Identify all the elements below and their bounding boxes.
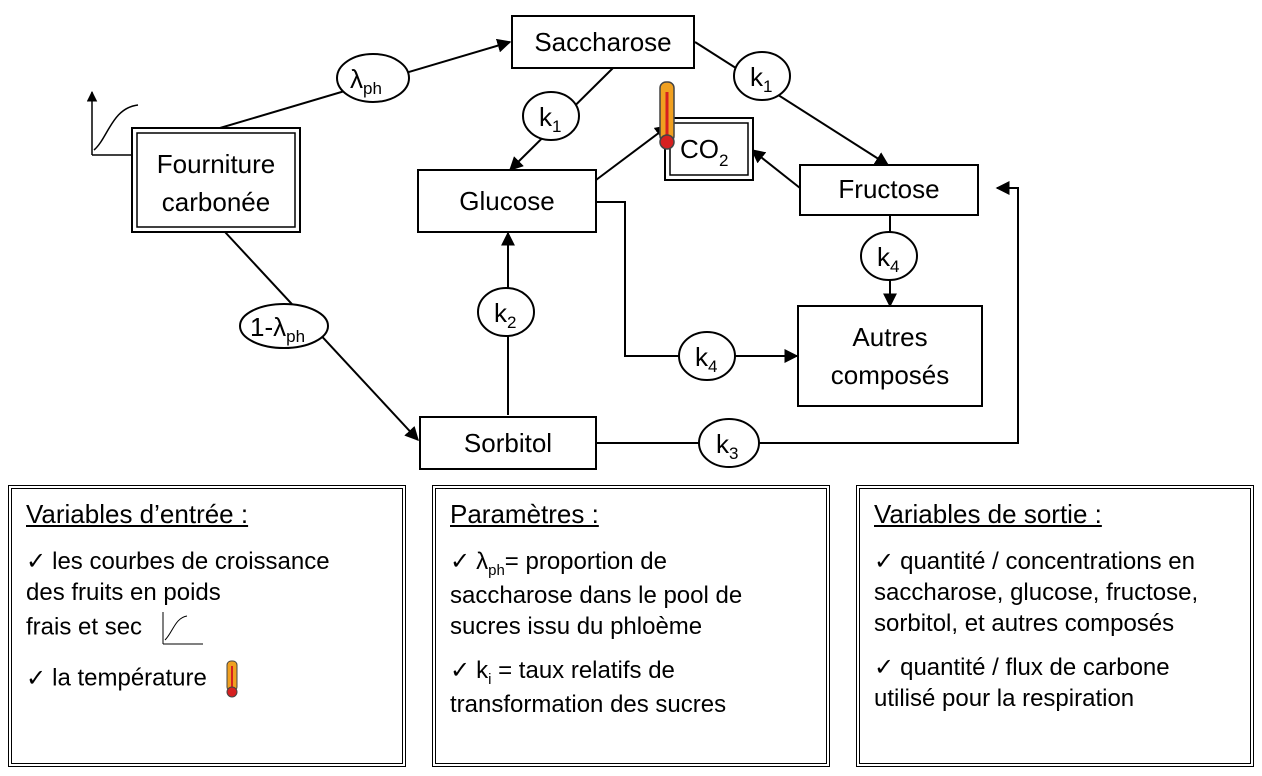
svg-text:k1: k1 [750, 62, 772, 96]
panel-parameters: Paramètres : ✓λph= proportion de sacchar… [432, 485, 830, 767]
node-autres-composes: Autres composés [797, 305, 983, 407]
edge-sorbitol-fructose [596, 181, 1019, 444]
node-saccharose: Saccharose [511, 15, 695, 69]
panel-output-variables: Variables de sortie : ✓quantité / concen… [856, 485, 1254, 767]
svg-text:Sorbitol: Sorbitol [464, 428, 552, 458]
edge-fructose-co2 [750, 149, 801, 189]
rate-k1-saccharose-fructose: k1 [733, 51, 791, 101]
outputs-item-concentrations: ✓quantité / concentrations en saccharose… [874, 548, 1199, 638]
params-item-lambda: ✓λph= proportion de saccharose dans le p… [450, 548, 743, 641]
flow-diagram: Saccharose Fourniture carbonée Glucose C… [86, 15, 1019, 470]
panel-params-title: Paramètres : [450, 499, 599, 529]
svg-text:k3: k3 [716, 429, 738, 463]
check-icon: ✓ [874, 548, 895, 575]
svg-text:carbonée: carbonée [162, 187, 270, 217]
edge-glucose-co2 [595, 125, 670, 181]
panel-input-variables: Variables d’entrée : ✓les courbes de cro… [8, 485, 406, 767]
growth-curve-icon [162, 612, 203, 645]
svg-text:1-λph: 1-λph [250, 312, 305, 346]
params-item-ki: ✓ki = taux relatifs de transformation de… [450, 656, 727, 718]
svg-text:λph: λph [350, 64, 382, 98]
rate-one-minus-lambda-ph: 1-λph [239, 303, 329, 349]
svg-text:k4: k4 [877, 242, 899, 276]
thermometer-icon [226, 660, 238, 698]
check-icon: ✓ [26, 664, 47, 692]
thermometer-icon [659, 81, 675, 150]
outputs-item-carbon-flux: ✓quantité / flux de carbone utilisé pour… [874, 653, 1170, 712]
rate-k3-sorbitol-fructose: k3 [698, 418, 760, 468]
rate-k1-saccharose-glucose: k1 [522, 91, 580, 141]
node-co2: CO2 [664, 117, 754, 181]
svg-text:k4: k4 [695, 342, 717, 376]
svg-text:Fructose: Fructose [838, 174, 939, 204]
node-glucose: Glucose [417, 169, 597, 233]
check-icon: ✓ [26, 548, 47, 575]
panel-outputs-title: Variables de sortie : [874, 499, 1102, 529]
rate-k4-glucose-autres: k4 [678, 331, 736, 381]
svg-text:k2: k2 [494, 298, 516, 332]
svg-text:CO2: CO2 [680, 134, 728, 170]
svg-text:Autres: Autres [852, 322, 927, 352]
svg-text:Saccharose: Saccharose [534, 27, 671, 57]
svg-text:Glucose: Glucose [459, 186, 554, 216]
svg-text:composés: composés [831, 360, 950, 390]
svg-text:Fourniture: Fourniture [157, 149, 276, 179]
rate-k2-sorbitol-glucose: k2 [477, 287, 535, 337]
inputs-item-temperature: ✓la température [26, 660, 388, 698]
panel-inputs-title: Variables d’entrée : [26, 499, 249, 529]
rate-k4-fructose-autres: k4 [860, 231, 918, 281]
check-icon: ✓ [874, 653, 895, 681]
node-sorbitol: Sorbitol [419, 416, 597, 470]
svg-text:k1: k1 [539, 102, 561, 136]
rate-lambda-ph: λph [336, 53, 410, 103]
node-fructose: Fructose [799, 164, 979, 216]
edge-saccharose-fructose [694, 41, 890, 166]
inputs-item-growth-curves: ✓les courbes de croissance des fruits en… [26, 546, 388, 648]
node-fourniture-carbonee: Fourniture carbonée [131, 127, 301, 233]
check-icon: ✓ [450, 548, 471, 575]
check-icon: ✓ [450, 656, 471, 684]
